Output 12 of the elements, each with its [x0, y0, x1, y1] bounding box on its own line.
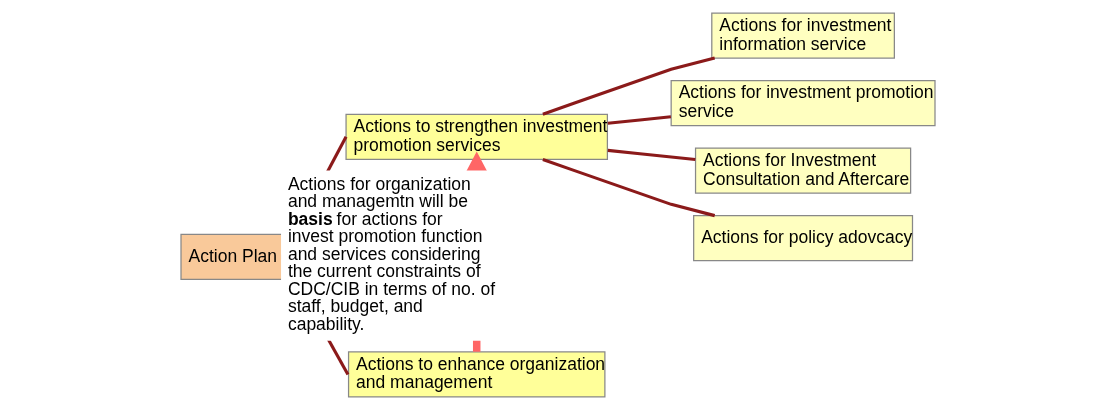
- connector: [541, 56, 715, 116]
- node-box: Actions to strengthen investment promotion services: [344, 113, 608, 160]
- connector: [607, 115, 671, 125]
- node-box: Actions for investment information service: [710, 12, 895, 59]
- node-box: Actions for policy adovcacy: [692, 215, 913, 262]
- node-box: Actions for investment promotion service: [670, 79, 936, 127]
- connector: [607, 148, 695, 162]
- edge-label: Actions for organization and managemtn will be basis for actions for invest promotion function and services considering the current constraints of CDC/CIB in terms of no. of staff, budget, and capability.: [287, 173, 495, 334]
- node-box: Actions for Investment Consultation and Aftercare: [694, 147, 911, 194]
- connector: [541, 158, 715, 218]
- node-box: Action Plan: [179, 233, 283, 281]
- node-box: Actions to enhance organization and management: [347, 351, 605, 398]
